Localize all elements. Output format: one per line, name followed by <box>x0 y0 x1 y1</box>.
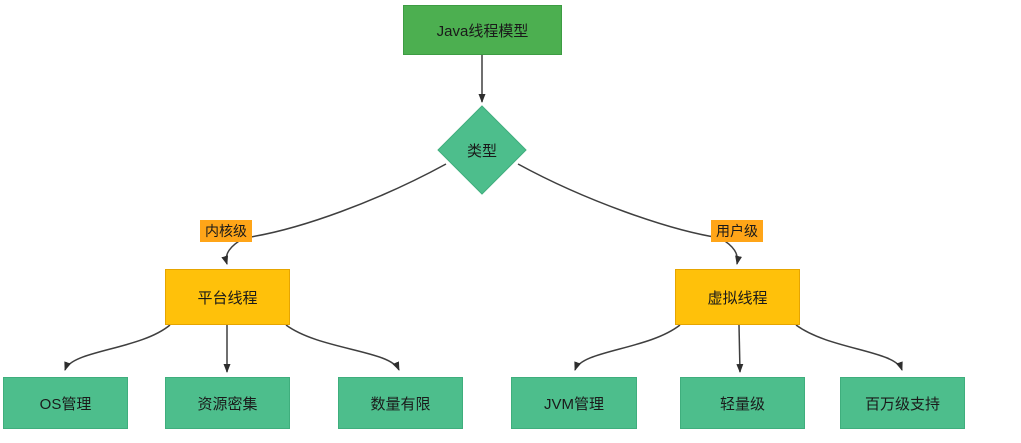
edge-decision-to-virtual <box>517 163 742 265</box>
edge-label-user-level[interactable]: 用户级 <box>711 220 763 242</box>
leaf-node-jvm-managed[interactable]: JVM管理 <box>511 377 637 429</box>
leaf-node-resource-intensive[interactable]: 资源密集 <box>165 377 290 429</box>
leaf-node-os-managed[interactable]: OS管理 <box>3 377 128 429</box>
edge-virtual-to-jvm <box>574 324 681 371</box>
leaf-node-os-managed-label: OS管理 <box>39 395 92 413</box>
root-node[interactable]: Java线程模型 <box>403 5 562 55</box>
edge-platform-to-os <box>64 324 171 371</box>
edge-label-user-level-text: 用户级 <box>716 223 758 239</box>
leaf-node-lightweight[interactable]: 轻量级 <box>680 377 805 429</box>
leaf-node-jvm-managed-label: JVM管理 <box>543 395 604 413</box>
leaf-node-resource-intensive-label: 资源密集 <box>197 395 258 413</box>
leaf-node-limited-quantity[interactable]: 数量有限 <box>338 377 463 429</box>
branch-node-virtual-label: 虚拟线程 <box>707 289 768 307</box>
branch-node-virtual-threads[interactable]: 虚拟线程 <box>675 269 800 325</box>
branch-node-platform-threads[interactable]: 平台线程 <box>165 269 290 325</box>
leaf-node-lightweight-label: 轻量级 <box>719 395 765 413</box>
branch-node-platform-label: 平台线程 <box>197 289 258 307</box>
leaf-node-million-scale-label: 百万级支持 <box>864 395 940 413</box>
edge-decision-to-platform <box>221 163 447 265</box>
edge-virtual-to-million <box>795 324 903 371</box>
edge-platform-to-quantity <box>285 324 400 371</box>
decision-node-label: 类型 <box>466 142 497 160</box>
edge-label-kernel-level-text: 内核级 <box>205 223 247 239</box>
decision-node[interactable]: 类型 <box>451 139 513 161</box>
edge-virtual-to-lightweight <box>736 324 744 373</box>
edge-label-kernel-level[interactable]: 内核级 <box>200 220 252 242</box>
leaf-node-million-scale[interactable]: 百万级支持 <box>840 377 965 429</box>
decision-node-shape[interactable] <box>437 105 527 195</box>
root-node-label: Java线程模型 <box>436 22 529 40</box>
leaf-node-limited-quantity-label: 数量有限 <box>370 395 431 413</box>
